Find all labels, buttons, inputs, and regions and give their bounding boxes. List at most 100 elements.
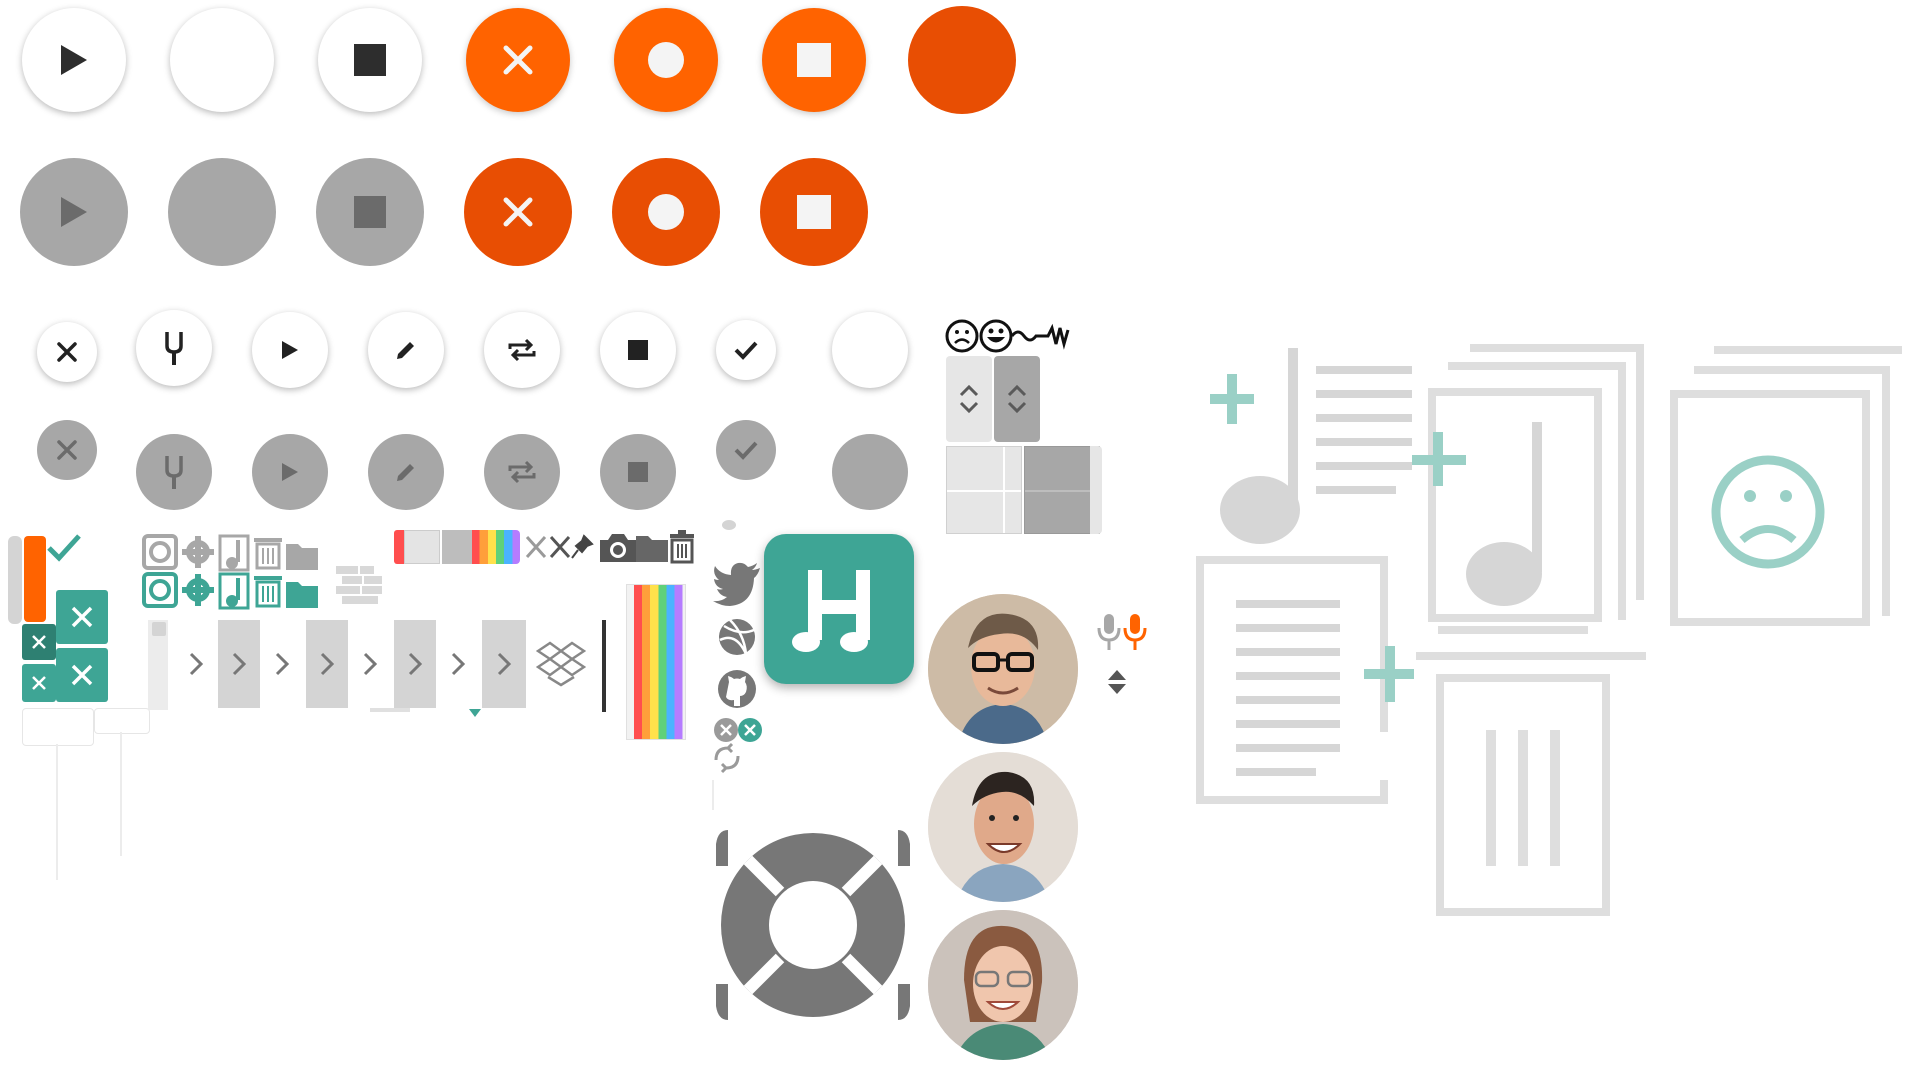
lyrics-lines-icon <box>1316 366 1412 494</box>
person-photo-icon <box>928 594 1078 744</box>
swatch-rainbow-small[interactable] <box>472 530 520 564</box>
trash-icon <box>254 538 282 570</box>
bricks-icon <box>336 566 382 604</box>
blank-button-large-disabled[interactable] <box>168 158 276 266</box>
lifebuoy-icon <box>716 830 910 1020</box>
twitter-icon[interactable] <box>712 562 762 606</box>
trash-icon <box>670 530 694 564</box>
play-button-small-disabled[interactable] <box>252 434 328 510</box>
close-button-teal-small[interactable] <box>22 624 56 660</box>
stop-icon <box>628 462 648 482</box>
close-button-orange[interactable] <box>466 8 570 112</box>
avatar-1[interactable] <box>928 594 1078 744</box>
play-button-large-disabled[interactable] <box>20 158 128 266</box>
chevron-right-icon[interactable] <box>262 620 302 708</box>
chevron-right-icon[interactable] <box>176 620 216 708</box>
blank-button-large[interactable] <box>170 8 274 112</box>
progress-bar-orange <box>24 536 46 622</box>
tuner-button-small-disabled[interactable] <box>136 434 212 510</box>
sort-arrows-icon <box>1108 670 1126 694</box>
chevron-strip <box>148 620 608 717</box>
folder-icon <box>286 582 318 608</box>
close-button-small-disabled[interactable] <box>37 420 97 480</box>
happy-face-icon <box>979 319 1013 353</box>
dribbble-icon[interactable] <box>716 616 758 658</box>
play-button-small[interactable] <box>252 312 328 388</box>
close-icon <box>503 197 533 227</box>
play-button-large[interactable] <box>22 8 126 112</box>
chevron-right-icon[interactable] <box>306 620 348 708</box>
record-button-orange[interactable] <box>614 8 718 112</box>
check-icon <box>734 441 758 460</box>
stop-icon <box>354 44 386 76</box>
scroll-track-gray[interactable] <box>8 536 22 624</box>
app-logo-icon <box>792 570 870 652</box>
repeat-button-small[interactable] <box>484 312 560 388</box>
github-icon[interactable] <box>716 668 758 710</box>
close-button-small[interactable] <box>37 322 97 382</box>
panel-edge <box>1090 446 1102 534</box>
chevron-right-icon[interactable] <box>438 620 478 708</box>
swatch-light[interactable] <box>404 530 440 564</box>
bars-page-icon <box>1416 652 1646 916</box>
stop-button-small-disabled[interactable] <box>600 434 676 510</box>
toolbar-icons-gray <box>142 534 318 572</box>
person-photo-icon <box>928 910 1078 1060</box>
close-icon <box>32 676 46 690</box>
close-button-teal-large-2[interactable] <box>56 648 108 702</box>
stop-button-large-disabled[interactable] <box>316 158 424 266</box>
microphone-icons <box>1097 614 1147 650</box>
record-button-orange-dark[interactable] <box>612 158 720 266</box>
avatar-3[interactable] <box>928 910 1078 1060</box>
microphone-icon-gray <box>1097 614 1121 650</box>
blank-button-small-disabled[interactable] <box>832 434 908 510</box>
music-note-icon <box>218 572 250 610</box>
add-text-page-icon <box>1196 556 1414 804</box>
blank-button-small[interactable] <box>832 312 908 388</box>
add-song-icon <box>1210 348 1300 544</box>
stepper-light[interactable] <box>946 356 992 442</box>
caret-down-icon <box>469 709 481 717</box>
dropbox-icon[interactable] <box>528 620 594 708</box>
close-icon <box>57 440 77 460</box>
gear-icon <box>182 574 214 606</box>
chevron-right-icon[interactable] <box>350 620 390 708</box>
close-button-teal-large[interactable] <box>56 590 108 644</box>
stepper-dark[interactable] <box>994 356 1040 442</box>
toolbar-icons-teal <box>142 572 318 610</box>
sad-face-icon <box>945 319 979 353</box>
panel-light <box>946 446 1022 534</box>
chevron-right-icon[interactable] <box>218 620 260 708</box>
blank-button-orange[interactable] <box>908 6 1016 114</box>
edit-button-small-disabled[interactable] <box>368 434 444 510</box>
check-button-small-disabled[interactable] <box>716 420 776 480</box>
check-button-small[interactable] <box>716 320 776 380</box>
edit-button-small[interactable] <box>368 312 444 388</box>
person-photo-icon <box>928 752 1078 902</box>
tooltip-box-2 <box>94 708 150 734</box>
pin-icon <box>571 534 594 559</box>
gear-icon <box>182 536 214 568</box>
pencil-icon <box>397 464 414 481</box>
stop-icon <box>797 195 831 229</box>
play-icon <box>282 463 298 481</box>
swatch-gray[interactable] <box>442 530 472 564</box>
stop-button-orange-dark[interactable] <box>760 158 868 266</box>
close-icons-gray <box>525 535 571 559</box>
close-button-orange-dark[interactable] <box>464 158 572 266</box>
tuning-fork-icon <box>165 456 183 489</box>
swatch-red-strip <box>394 530 404 564</box>
stop-button-small[interactable] <box>600 312 676 388</box>
repeat-button-small-disabled[interactable] <box>484 434 560 510</box>
pencil-icon <box>397 342 414 359</box>
app-logo[interactable] <box>764 534 914 684</box>
stop-button-orange[interactable] <box>762 8 866 112</box>
close-button-teal-small-2[interactable] <box>22 664 56 702</box>
tuner-button-small[interactable] <box>136 310 212 386</box>
avatar-2[interactable] <box>928 752 1078 902</box>
rainbow-strip <box>626 584 686 740</box>
chevron-right-icon[interactable] <box>482 620 526 708</box>
stop-button-large[interactable] <box>318 8 422 112</box>
chevron-right-icon[interactable] <box>394 620 436 708</box>
